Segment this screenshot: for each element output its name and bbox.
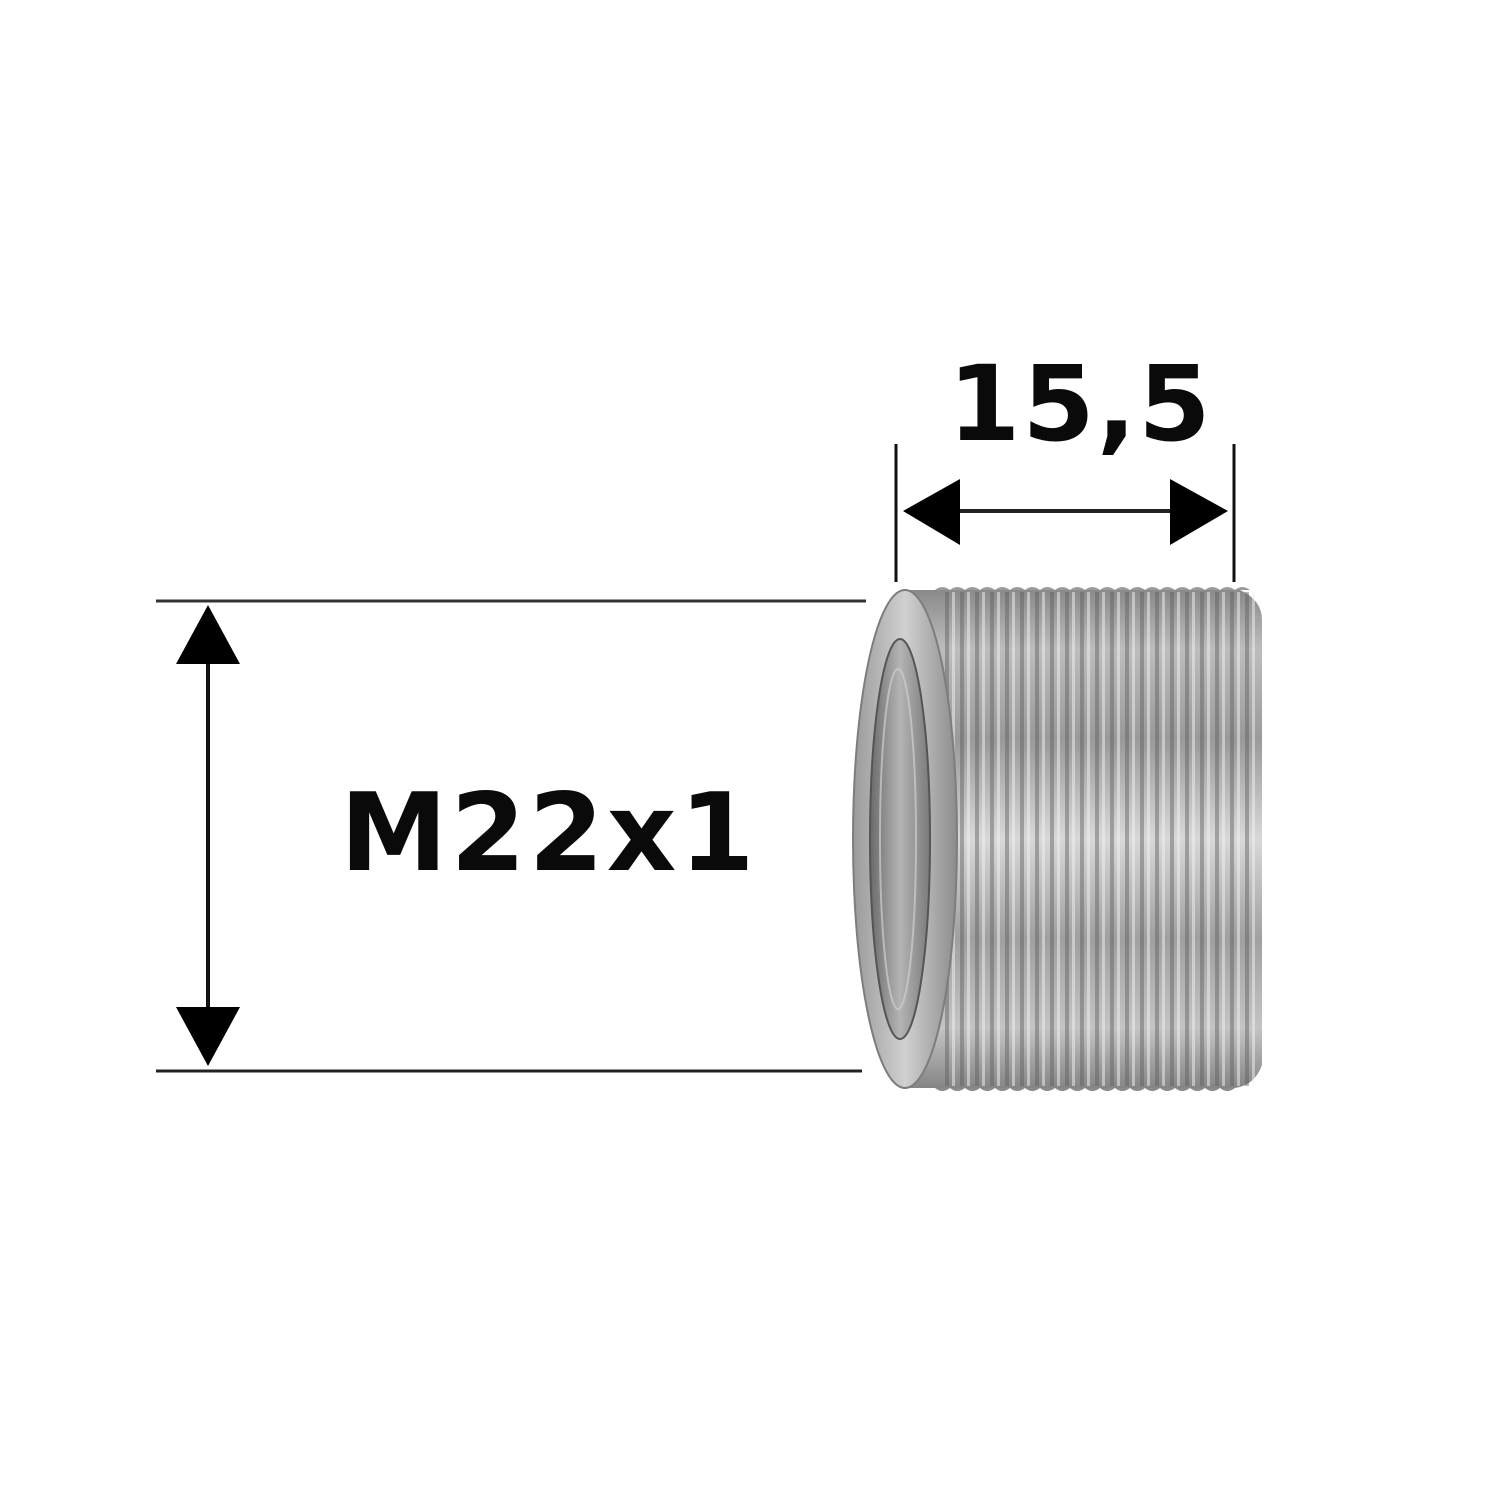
width-dimension-label: 15,5 [948,343,1213,465]
arrow-right-icon [1170,479,1228,545]
arrow-up-icon [176,605,240,664]
arrow-left-icon [903,479,960,545]
thread-size-label: M22x1 [340,771,758,896]
arrow-down-icon [176,1007,240,1066]
threaded-fitting-image [852,587,1262,1091]
thread-dimension [156,599,866,1073]
width-dimension [894,444,1236,582]
